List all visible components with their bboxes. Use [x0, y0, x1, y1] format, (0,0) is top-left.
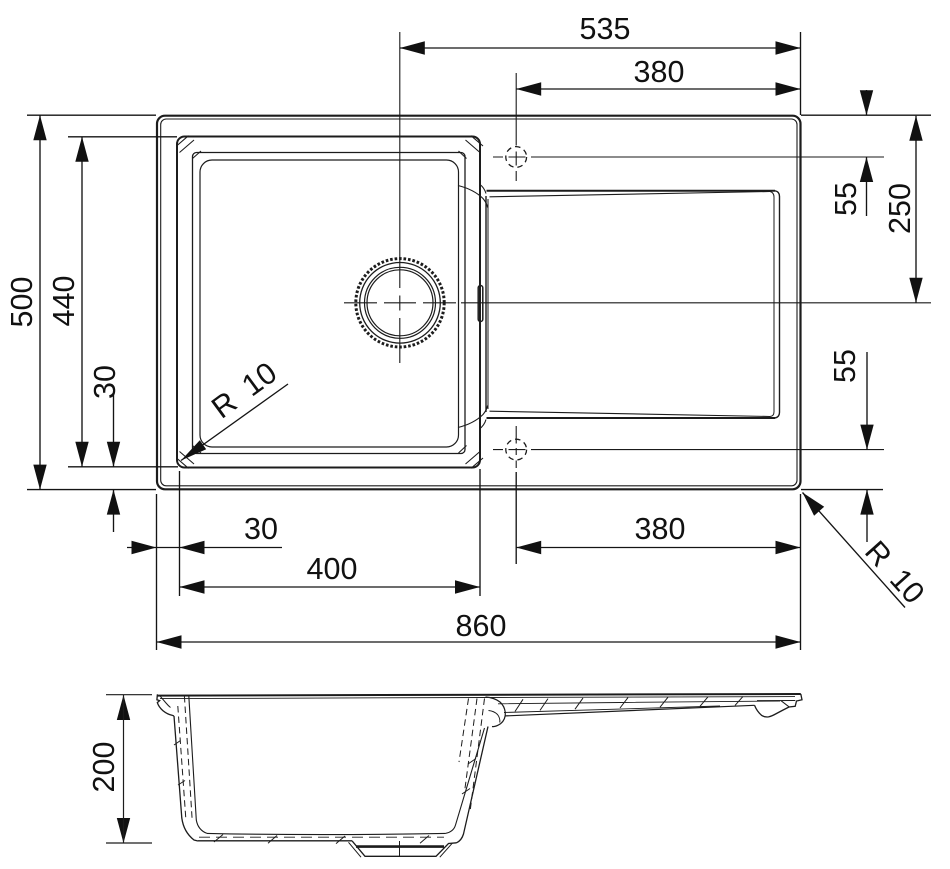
svg-text:55: 55	[828, 349, 862, 383]
svg-text:250: 250	[883, 183, 917, 234]
svg-text:380: 380	[634, 55, 685, 89]
svg-text:400: 400	[307, 552, 358, 586]
svg-text:380: 380	[635, 512, 686, 546]
svg-text:440: 440	[47, 276, 81, 327]
svg-text:55: 55	[829, 182, 863, 216]
svg-text:500: 500	[5, 277, 39, 328]
svg-text:200: 200	[87, 742, 121, 793]
svg-text:860: 860	[456, 609, 507, 643]
svg-text:30: 30	[244, 512, 278, 546]
svg-text:30: 30	[88, 365, 122, 399]
svg-text:535: 535	[580, 12, 631, 46]
